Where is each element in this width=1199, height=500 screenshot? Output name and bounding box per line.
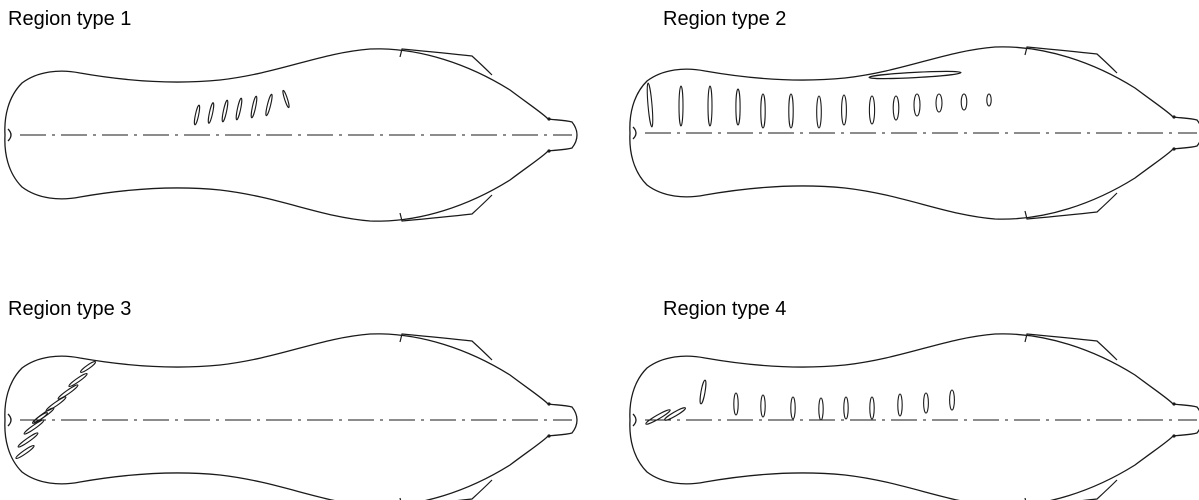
panel-1-title: Region type 1 <box>8 8 131 30</box>
panel-region-type-3: Region type 3 <box>5 298 577 500</box>
slit-group-1 <box>193 90 290 125</box>
panel-4-title: Region type 4 <box>663 298 786 320</box>
hull-outline-4 <box>630 334 1199 500</box>
slit-group-4 <box>645 380 955 426</box>
hull-outline-3 <box>5 334 577 500</box>
hull-outline-2 <box>630 47 1199 219</box>
hull-outline-1 <box>5 49 577 221</box>
slit-group-3 <box>15 360 96 459</box>
slit-group-2 <box>646 70 991 128</box>
panel-2-title: Region type 2 <box>663 8 786 30</box>
panel-3-title: Region type 3 <box>8 298 131 320</box>
panel-region-type-4: Region type 4 <box>630 298 1199 500</box>
panel-region-type-2: Region type 2 <box>630 8 1199 219</box>
panel-region-type-1: Region type 1 <box>5 8 577 221</box>
